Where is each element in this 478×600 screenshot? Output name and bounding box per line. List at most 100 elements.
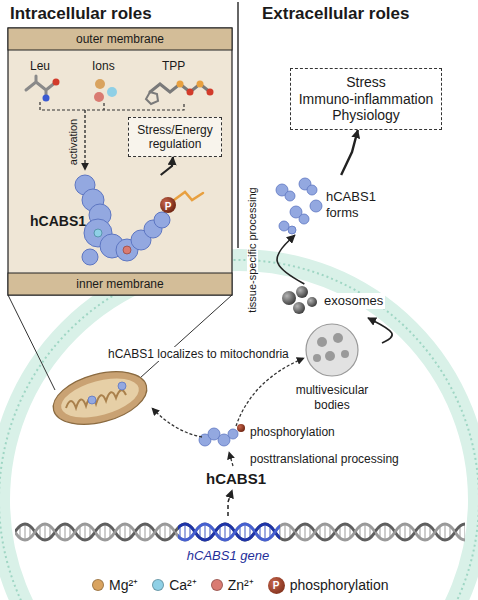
protein-label-box: hCABS1	[200, 468, 272, 490]
atom	[197, 81, 204, 88]
node-text: inner membrane	[76, 277, 163, 291]
vesicle	[333, 333, 343, 343]
processing-arrow	[229, 452, 233, 466]
node-text: Stress/Energy regulation	[134, 123, 216, 152]
zn-ion	[94, 92, 104, 102]
mvb-arrow	[236, 358, 304, 426]
ca-ion	[107, 87, 117, 97]
protein-domain	[154, 212, 170, 228]
activation-arrow	[84, 110, 85, 170]
legend-text: phosphorylation	[290, 577, 389, 594]
label-anchor: Extracellular roles	[262, 4, 409, 24]
legend-item: Zn²⁺	[211, 577, 254, 594]
inner-membrane-band	[8, 273, 232, 295]
label-anchor: Intracellular roles	[10, 4, 152, 24]
dashed-box: Stress/Energy regulation	[128, 117, 222, 157]
vesicles	[313, 333, 349, 362]
vesicle	[325, 351, 335, 361]
legend-item: Ca²⁺	[152, 577, 197, 594]
small-protein	[307, 185, 317, 195]
label-anchor: P	[165, 196, 172, 214]
tpp-ring	[146, 92, 158, 104]
section-title: Intracellular roles	[10, 4, 152, 24]
connector	[341, 130, 358, 175]
connector	[368, 318, 392, 343]
cristae	[66, 390, 126, 408]
multivesicular-body	[306, 324, 358, 376]
node-text: hCABS1	[206, 470, 266, 488]
node-text: hCABS1 forms	[326, 189, 386, 220]
exosome-spheres	[282, 286, 317, 314]
gene-region: hCABS1 gene	[172, 516, 284, 566]
node-text: outer membrane	[76, 32, 164, 46]
molecule-label: Leu	[30, 59, 50, 73]
label-anchor: TPP	[162, 56, 185, 74]
vesicle	[317, 337, 327, 347]
exosomes-group: exosomes	[278, 284, 390, 318]
protein-blob	[75, 175, 170, 265]
label-anchor: phosphorylation	[250, 422, 335, 440]
connector	[228, 490, 232, 516]
label-anchor: activation	[63, 119, 81, 165]
vesicle	[341, 350, 349, 358]
connector	[161, 157, 173, 175]
legend-item: Mg²⁺	[92, 577, 138, 594]
node-text: Stress	[346, 74, 386, 91]
zoom-line	[140, 295, 232, 378]
small-protein	[228, 429, 238, 439]
label-anchor: Ions	[92, 56, 115, 74]
small-protein	[299, 214, 309, 224]
molecule-label: TPP	[162, 59, 185, 73]
legend-text: Zn²⁺	[228, 577, 254, 594]
exosome	[293, 302, 305, 314]
protein-region: hCABS1	[28, 175, 178, 267]
mitochondrion	[47, 362, 152, 433]
phosphate-dot	[237, 424, 245, 432]
label-anchor: posttranslational processing	[250, 449, 399, 467]
node-text: multivesicular bodies	[282, 383, 382, 412]
phospho-protein-group	[199, 428, 238, 446]
node-text: Immuno-inflammation	[299, 91, 434, 108]
inset-panel	[8, 28, 232, 295]
small-protein	[279, 221, 289, 231]
legend-swatch: P	[268, 577, 285, 594]
arrow-label: tissue-specific processing	[247, 185, 258, 314]
atom	[43, 95, 50, 102]
ca-ion	[94, 229, 102, 237]
exosome	[296, 286, 308, 298]
small-protein	[118, 382, 126, 390]
atom	[207, 89, 214, 96]
section-title: Extracellular roles	[262, 4, 409, 24]
arrow-label: hCABS1 localizes to mitochondria	[106, 347, 291, 361]
phosphate-dot	[160, 197, 176, 213]
mitochondrion-matrix	[57, 371, 143, 425]
dna-helix	[15, 517, 465, 547]
divider-line	[237, 2, 239, 248]
vesicle	[313, 354, 321, 362]
ligand-bracket	[40, 102, 184, 110]
zoom-line	[8, 295, 55, 390]
atom	[177, 81, 184, 88]
label-anchor: Leu	[30, 56, 50, 74]
cell-membrane	[0, 260, 478, 600]
node-text: hCABS1	[30, 213, 178, 230]
protein-forms	[276, 178, 322, 234]
legend-swatch	[211, 579, 223, 591]
small-protein	[88, 396, 96, 404]
vesicle-body-group: multivesicular bodies	[282, 322, 382, 414]
zn-ion	[123, 246, 131, 254]
connector	[277, 235, 304, 284]
protein-domain	[82, 249, 98, 265]
process-label: posttranslational processing	[250, 452, 399, 466]
protein-forms-group: hCABS1 forms	[268, 175, 386, 235]
node-text: hCABS1 gene	[187, 548, 269, 564]
legend-text: Ca²⁺	[169, 577, 197, 594]
phospho-label: P	[273, 581, 280, 591]
small-protein	[310, 200, 322, 212]
gene-segment	[178, 517, 280, 547]
small-protein	[288, 226, 296, 234]
label-anchor: tissue-specific processing	[242, 185, 260, 314]
arrow-label: activation	[68, 119, 79, 165]
phospho-label: P	[165, 202, 172, 212]
